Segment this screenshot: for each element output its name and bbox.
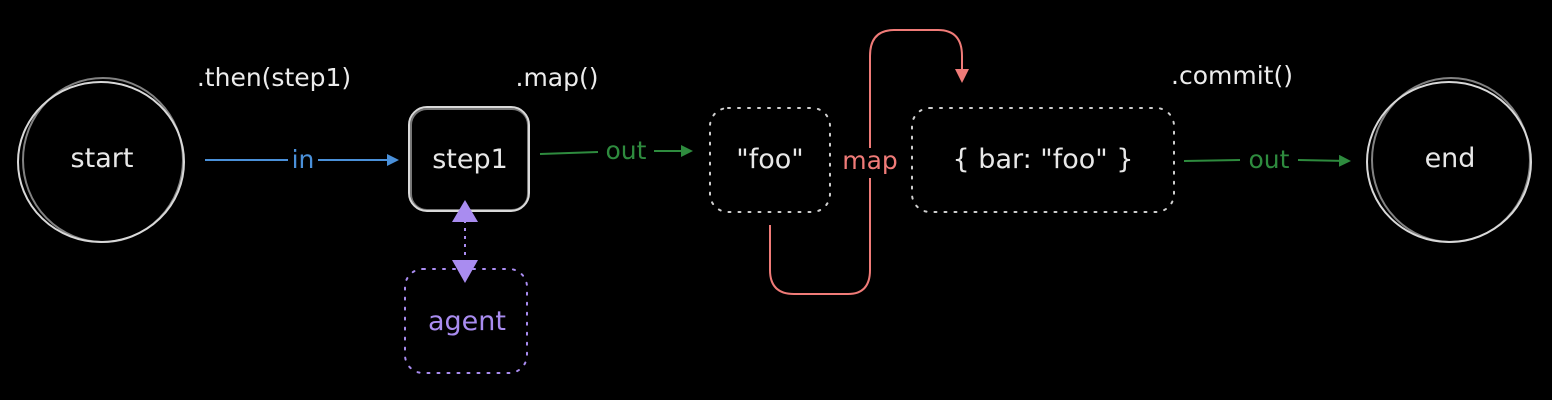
step1-node: step1	[408, 106, 530, 212]
end-node: end	[1366, 77, 1532, 243]
out-edge-2-label: out	[1249, 145, 1290, 174]
end-label: end	[1425, 143, 1476, 174]
foo-node: "foo"	[709, 107, 831, 213]
then-method-label: .then(step1)	[197, 63, 351, 92]
map-edge-label: map	[842, 146, 898, 175]
start-label: start	[71, 143, 134, 174]
out-edge-2: out	[1183, 145, 1351, 174]
out-edge-1: out	[539, 136, 693, 165]
in-edge: in	[205, 145, 399, 174]
agent-node: agent	[404, 268, 528, 374]
foo-label: "foo"	[736, 144, 803, 175]
in-edge-label: in	[292, 145, 315, 174]
map-method-label: .map()	[516, 63, 599, 92]
commit-method-label: .commit()	[1171, 61, 1293, 90]
out-edge-1-label: out	[606, 136, 647, 165]
map-edge: map	[769, 29, 969, 295]
start-node: start	[17, 77, 185, 243]
agent-link-edge	[452, 200, 478, 283]
bar-object-node: { bar: "foo" }	[911, 107, 1175, 213]
bar-object-label: { bar: "foo" }	[953, 144, 1134, 175]
agent-label: agent	[428, 306, 506, 337]
step1-label: step1	[432, 144, 508, 175]
